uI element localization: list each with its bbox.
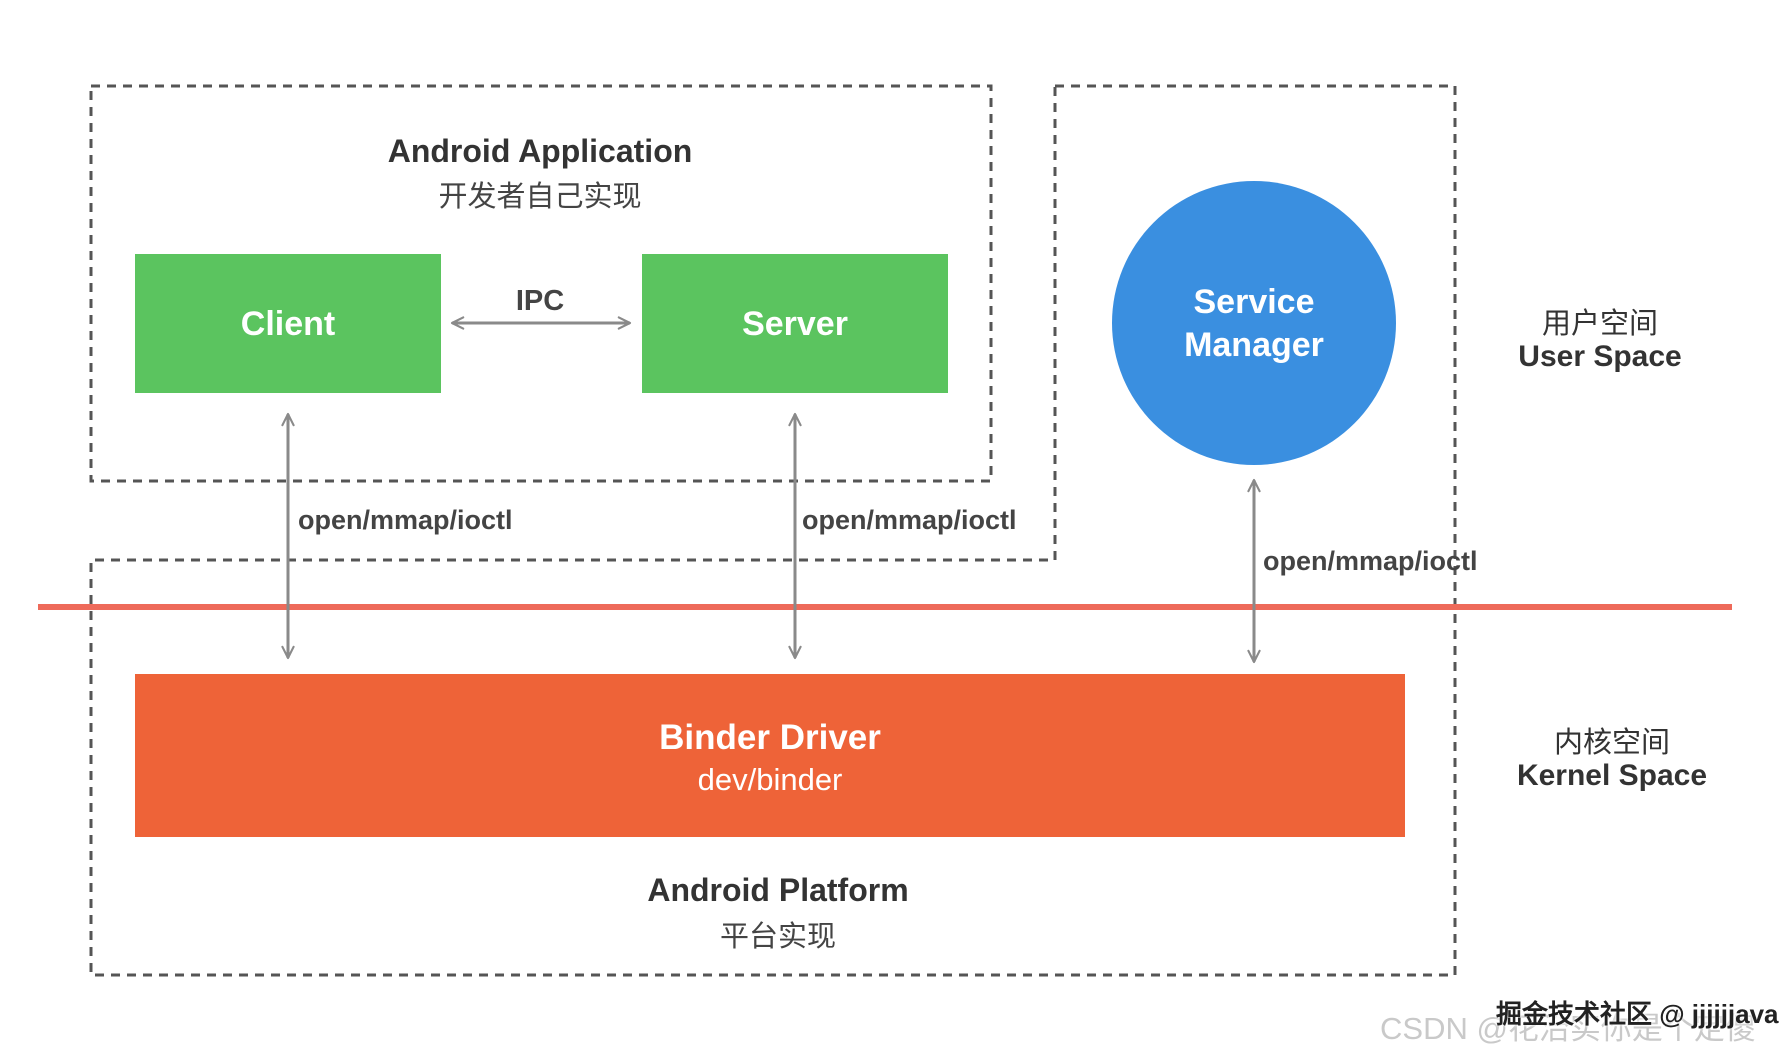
client-label: Client xyxy=(240,305,336,343)
application-boundary xyxy=(89,84,993,483)
service-manager-line1: Service xyxy=(1193,283,1315,321)
application-title: Android Application xyxy=(387,133,693,169)
platform-subtitle: 平台实现 xyxy=(719,921,836,953)
platform-title: Android Platform xyxy=(647,872,909,908)
ipc-label: IPC xyxy=(515,285,565,317)
user-space-zh: 用户空间 xyxy=(1541,308,1658,340)
binder-driver-title: Binder Driver xyxy=(659,718,881,757)
client-box xyxy=(135,254,441,393)
watermark-primary: 掘金技术社区 @ jjjjjjava xyxy=(1496,999,1779,1029)
binder-driver-subtitle: dev/binder xyxy=(697,762,843,797)
service-manager-circle xyxy=(1112,181,1396,465)
service-manager-line2: Manager xyxy=(1184,326,1324,364)
server-api-label: open/mmap/ioctl xyxy=(802,505,1017,535)
platform-boundary xyxy=(89,84,1457,977)
service-manager-api-label: open/mmap/ioctl xyxy=(1263,546,1478,576)
kernel-space-en: Kernel Space xyxy=(1516,759,1708,792)
watermark-secondary: CSDN @花治实你是个定傻 xyxy=(1380,1011,1756,1046)
application-subtitle: 开发者自己实现 xyxy=(438,181,642,213)
user-space-en: User Space xyxy=(1518,340,1682,373)
binder-driver-box xyxy=(135,674,1405,837)
client-api-label: open/mmap/ioctl xyxy=(298,505,513,535)
server-label: Server xyxy=(742,305,848,343)
kernel-space-zh: 内核空间 xyxy=(1553,727,1670,759)
server-box xyxy=(642,254,948,393)
